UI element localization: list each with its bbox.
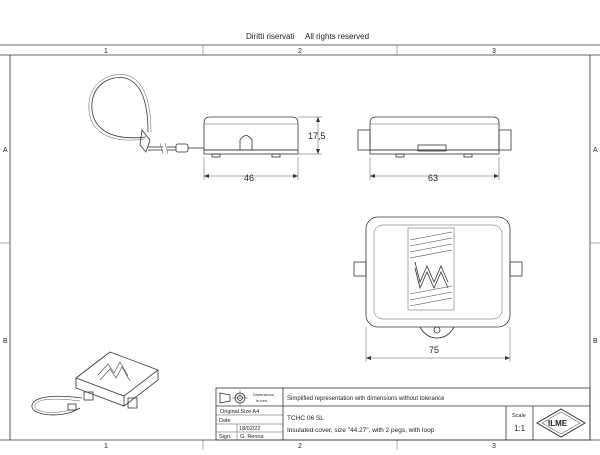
zone-row-b-right: B [593, 338, 598, 345]
ilme-hatch-logo [407, 227, 455, 311]
dim-height: 17,5 [308, 131, 326, 141]
zone-col-3-bottom: 3 [492, 443, 496, 450]
front-view [357, 116, 512, 180]
ilme-logo: ILME [536, 408, 586, 438]
isometric-view [31, 351, 159, 416]
date-value: 18/02/22 [239, 426, 260, 432]
loop-wire-view [88, 74, 204, 155]
rights-reserved-it: Diritti riservati [246, 32, 295, 41]
zone-row-a-right: A [593, 147, 598, 154]
dim-top-width: 75 [429, 345, 439, 355]
scale-label: Scale [512, 413, 526, 419]
top-view [353, 216, 523, 362]
zone-col-2-top: 2 [298, 48, 302, 55]
scale-value: 1:1 [514, 424, 526, 433]
zone-col-1-top: 1 [104, 48, 108, 55]
zone-row-b-left: B [3, 338, 8, 345]
product-description: Insulated cover, size "44.27", with 2 pe… [287, 427, 435, 434]
zone-col-3-top: 3 [492, 48, 496, 55]
title-block: Dimensions in mm. [215, 387, 591, 441]
tolerance-note: Simplified representation with dimension… [287, 396, 445, 402]
dim-side-width: 46 [244, 173, 254, 183]
dim-front-width: 63 [428, 173, 438, 183]
date-label: Date [219, 418, 231, 424]
sign-value: G. Renna [240, 434, 264, 440]
rights-reserved-en: All rights reserved [305, 32, 369, 41]
original-size: Original Size A4 [220, 409, 259, 415]
product-code: TCHC 06 SL [287, 415, 324, 422]
ilme-logo-text: ILME [548, 419, 568, 428]
zone-col-1-bottom: 1 [104, 443, 108, 450]
projection-symbol-icon [219, 390, 248, 406]
sign-label: Sign. [219, 434, 232, 440]
zone-row-a-left: A [3, 147, 8, 154]
dimensions-in-mm-label: Dimensions [253, 392, 274, 397]
zone-col-2-bottom: 2 [298, 443, 302, 450]
dimensions-in-mm-label-2: in mm. [256, 398, 268, 403]
side-view [203, 116, 322, 180]
